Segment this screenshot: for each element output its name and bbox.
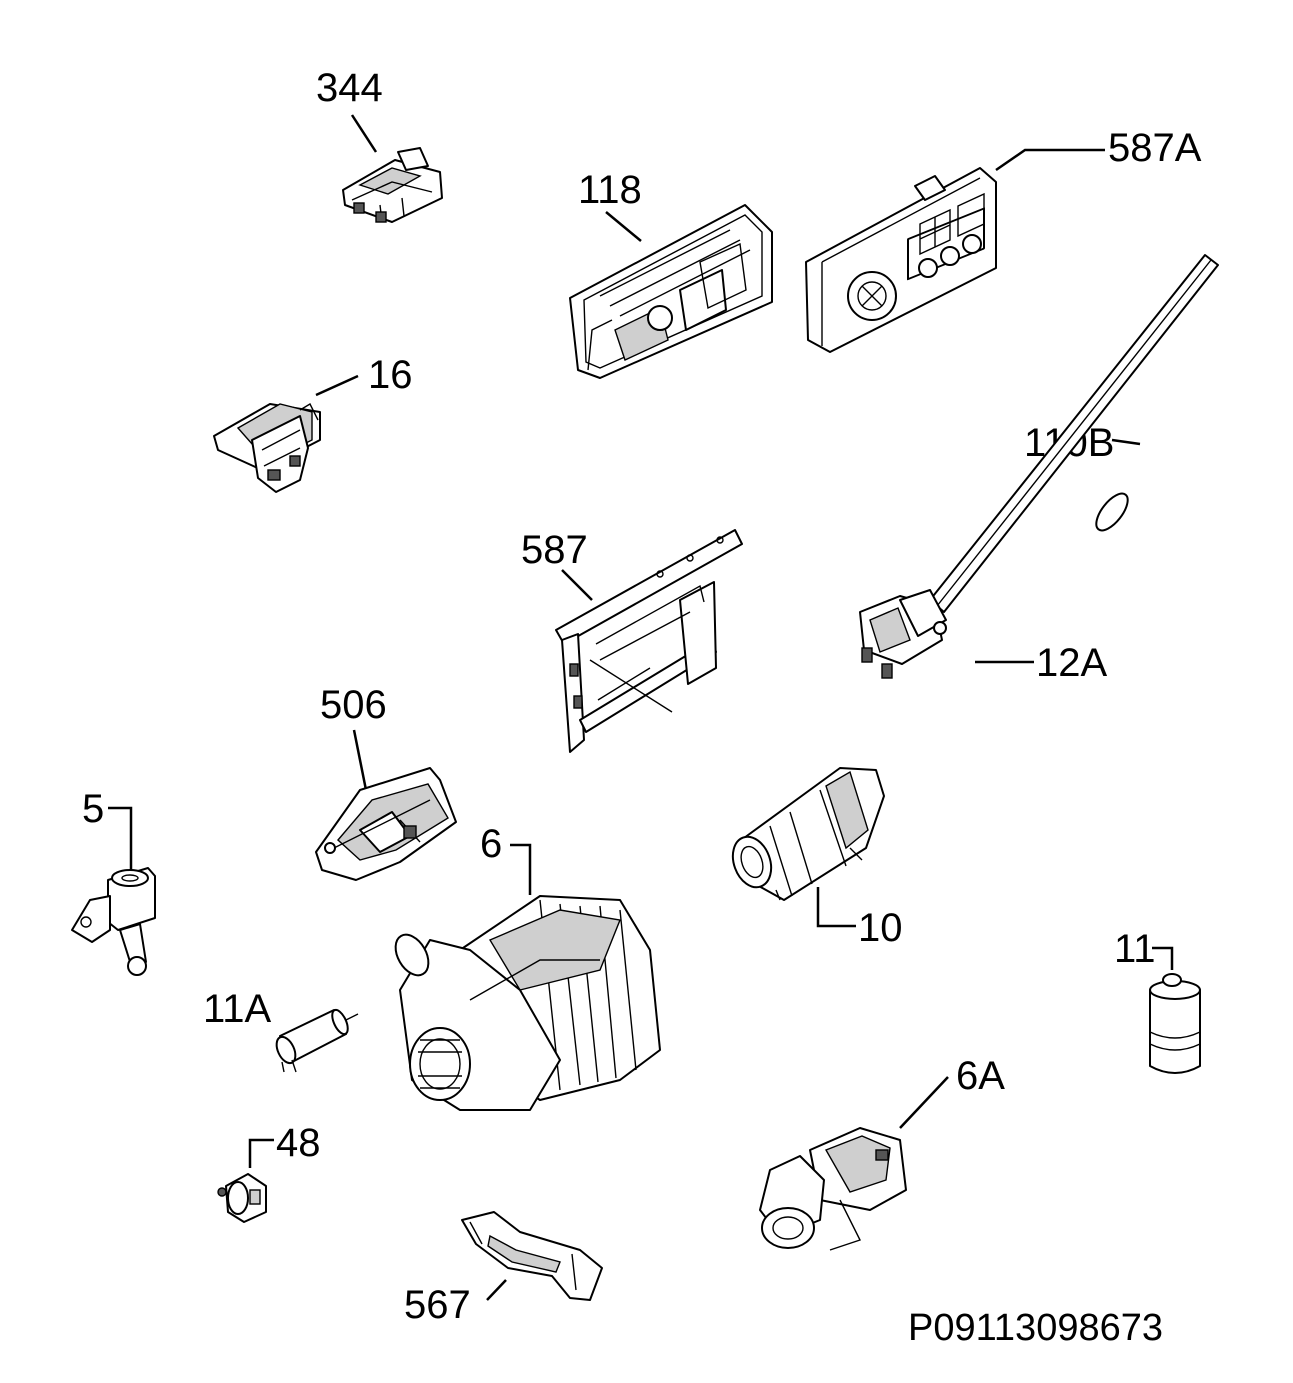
leader-110B: [1111, 438, 1141, 446]
label-48: 48: [276, 1121, 321, 1165]
part-110B-sensor-tube: 110B: [929, 254, 1219, 613]
leader-5: [108, 806, 133, 870]
part-118-control-board: 118: [569, 168, 773, 379]
leader-567: [486, 1279, 507, 1301]
leader-6: [510, 843, 532, 895]
label-11A: 11A: [203, 987, 272, 1031]
label-12A: 12A: [1036, 641, 1107, 685]
part-6-circulation-pump: 6: [394, 822, 661, 1111]
part-6A-drain-pump: 6A: [759, 1054, 1005, 1251]
leader-10: [816, 887, 856, 928]
diagram-code: P09113098673: [908, 1307, 1163, 1349]
label-10: 10: [858, 906, 903, 950]
part-12A-sensor-connector: 12A: [859, 589, 1107, 685]
label-587: 587: [521, 528, 588, 572]
label-16: 16: [368, 353, 413, 397]
leader-118: [605, 211, 642, 242]
label-6A: 6A: [956, 1054, 1005, 1098]
part-344-switch: 344: [316, 66, 443, 223]
part-587A-ui-module: 587A: [805, 126, 1202, 353]
leader-16: [315, 374, 359, 397]
leader-587A: [995, 148, 1105, 172]
part-5-inlet-valve: 5: [71, 787, 156, 976]
leader-11: [1152, 946, 1174, 970]
label-11: 11: [1114, 927, 1156, 971]
label-587A: 587A: [1108, 126, 1202, 170]
part-506-sensor-clip: 506: [315, 683, 457, 881]
leader-506: [352, 729, 368, 791]
leader-587: [561, 569, 593, 601]
part-11A-capacitor: 11A: [203, 987, 359, 1073]
label-6: 6: [480, 822, 502, 866]
part-16-door-lock: 16: [213, 353, 413, 493]
label-344: 344: [316, 66, 383, 110]
part-587-bracket: 587: [521, 528, 743, 753]
label-118: 118: [578, 168, 642, 212]
leader-6A: [899, 1076, 949, 1129]
label-567: 567: [404, 1283, 471, 1327]
part-11-capacitor: 11: [1114, 927, 1201, 1074]
part-48-sensor: 48: [217, 1121, 321, 1223]
leader-48: [248, 1138, 274, 1168]
label-506: 506: [320, 683, 387, 727]
part-567-clamp: 567: [404, 1211, 603, 1327]
leader-344: [350, 114, 378, 153]
label-5: 5: [82, 787, 104, 831]
part-10-heater: 10: [731, 767, 903, 950]
